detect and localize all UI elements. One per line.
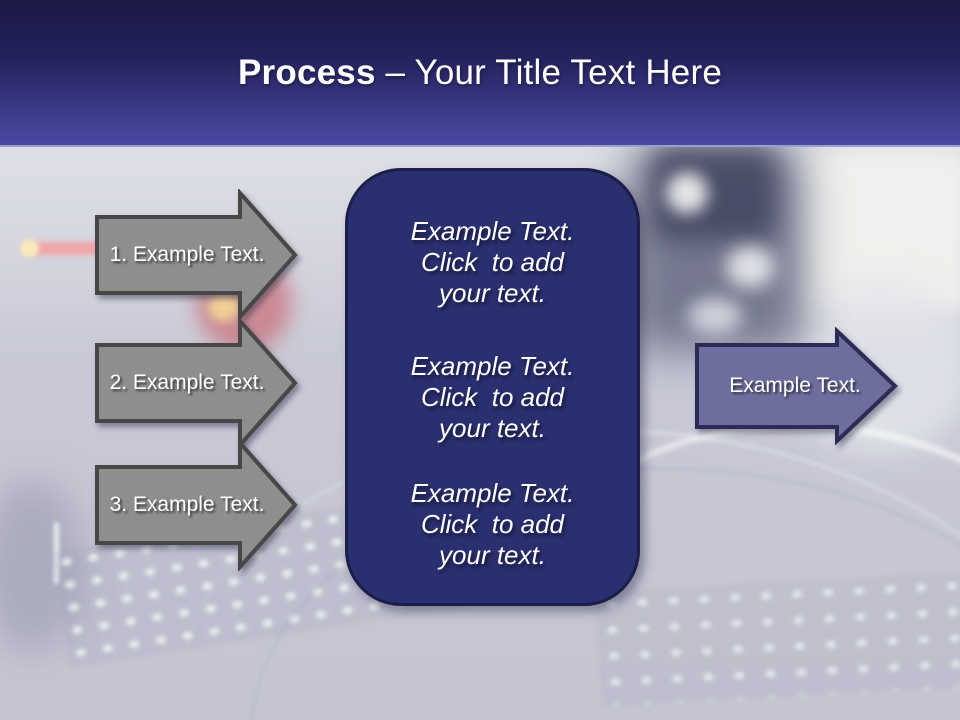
placeholder-line: your text. [439, 278, 546, 308]
bg-highlight [208, 292, 240, 322]
placeholder-line: Click to add [420, 509, 565, 539]
placeholder-line: Example Text. [410, 478, 575, 508]
bg-needle-tip [20, 239, 39, 258]
step-2-label: 2. Example Text. [109, 371, 265, 394]
process-step-3-arrow[interactable]: 3. Example Text. [95, 439, 299, 571]
output-label: Example Text. [729, 374, 861, 397]
title-keyword: Process [238, 52, 376, 92]
text-placeholder-block[interactable]: Example Text. Click to add your text. [348, 478, 637, 571]
placeholder-line: Example Text. [410, 351, 575, 381]
right-arrow-shape-icon [95, 439, 298, 571]
step-1-label: 1. Example Text. [109, 243, 265, 266]
bg-highlight [726, 246, 774, 288]
placeholder-line: your text. [439, 413, 546, 443]
process-output-arrow[interactable]: Example Text. [695, 327, 899, 445]
process-step-2-arrow[interactable]: 2. Example Text. [95, 317, 299, 449]
placeholder-line: Example Text. [410, 216, 575, 246]
right-arrow-shape-icon [95, 189, 298, 321]
process-step-1-arrow[interactable]: 1. Example Text. [95, 189, 299, 321]
process-summary-box[interactable]: Example Text. Click to add your text. Ex… [345, 168, 640, 606]
placeholder-line: Click to add [420, 247, 565, 277]
step-3-label: 3. Example Text. [109, 493, 265, 516]
right-arrow-shape-icon [695, 327, 898, 445]
placeholder-line: Click to add [420, 382, 565, 412]
right-arrow-shape-icon [95, 317, 298, 449]
placeholder-line: your text. [439, 540, 546, 570]
title-rest: – Your Title Text Here [375, 52, 722, 92]
text-placeholder-block[interactable]: Example Text. Click to add your text. [348, 351, 637, 444]
bg-needle-streak [24, 242, 102, 255]
slide-header: Process – Your Title Text Here [0, 0, 960, 147]
text-placeholder-block[interactable]: Example Text. Click to add your text. [348, 216, 637, 309]
page-title[interactable]: Process – Your Title Text Here [238, 53, 722, 93]
bg-highlight [688, 298, 742, 334]
bg-highlight [666, 172, 708, 214]
